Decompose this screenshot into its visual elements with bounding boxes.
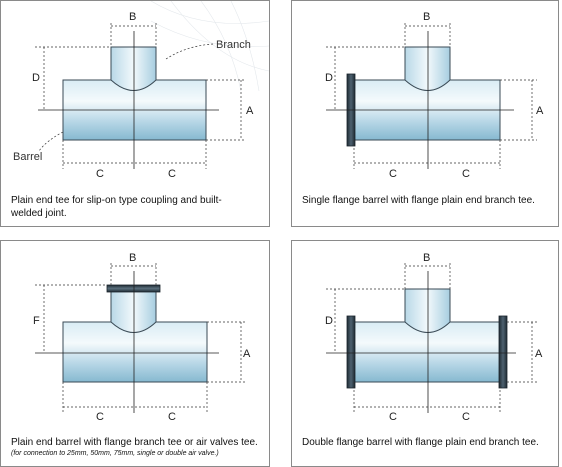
panel-plain-end-tee: B D A C C Branch Barrel Plain end tee fo… [0,0,270,227]
dim-a: A [246,105,254,117]
dimension-lines [35,263,246,413]
barrel-label: Barrel [13,151,42,163]
dim-c-right: C [168,411,176,423]
tee-diagram: B D A C C Branch Barrel [13,1,269,180]
barrel-flange-left [346,315,356,389]
branch-pipe [110,46,157,91]
dim-f: F [33,315,40,327]
dim-c-left: C [96,411,104,423]
caption: Plain end barrel with flange branch tee … [11,436,266,459]
dimension-lines [326,23,537,169]
dim-b: B [423,252,430,264]
caption: Single flange barrel with flange plain e… [302,195,535,206]
tee-diagram: B F A C C [33,252,251,423]
centre-lines [326,31,514,169]
panel-flange-branch-tee: B F A C C Plain end barrel with flange b… [0,240,270,467]
centre-lines [35,271,219,413]
caption-sub: (for connection to 25mm, 50mm, 75mm, sin… [11,450,219,457]
dim-b: B [129,11,136,23]
dim-c-right: C [462,411,470,423]
background-grid [150,1,269,92]
dim-d: D [32,72,40,84]
tee-diagram: B D A C C [325,11,544,180]
branch-pipe [404,46,451,91]
panel-single-flange-tee: B D A C C Single flange barrel with flan… [291,0,559,227]
barrel-leader [38,131,64,152]
caption: Plain end tee for slip-on type coupling … [11,195,222,219]
dim-c-right: C [462,168,470,180]
dim-c-left: C [389,168,397,180]
dim-a: A [536,105,544,117]
dim-a: A [243,348,251,360]
dim-a: A [535,348,543,360]
dimension-lines [326,263,537,413]
dim-c-left: C [96,168,104,180]
dimension-lines [35,23,246,169]
dim-d: D [325,72,333,84]
branch-pipe [110,290,157,333]
centre-lines [38,31,219,169]
panel-double-flange-tee: B D A C C Double flange barrel with flan… [291,240,559,467]
barrel-flange-right [498,315,508,389]
dim-b: B [423,11,430,23]
branch-label: Branch [216,39,251,51]
branch-flange [106,284,161,293]
dim-c-right: C [168,168,176,180]
branch-pipe [404,288,451,333]
tee-diagram: B D A C C [325,252,543,423]
dim-b: B [129,252,136,264]
dim-c-left: C [389,411,397,423]
caption-main: Plain end barrel with flange branch tee … [11,437,258,448]
dim-d: D [325,315,333,327]
centre-lines [326,271,516,413]
branch-leader [165,43,214,60]
caption: Double flange barrel with flange plain e… [302,437,539,448]
